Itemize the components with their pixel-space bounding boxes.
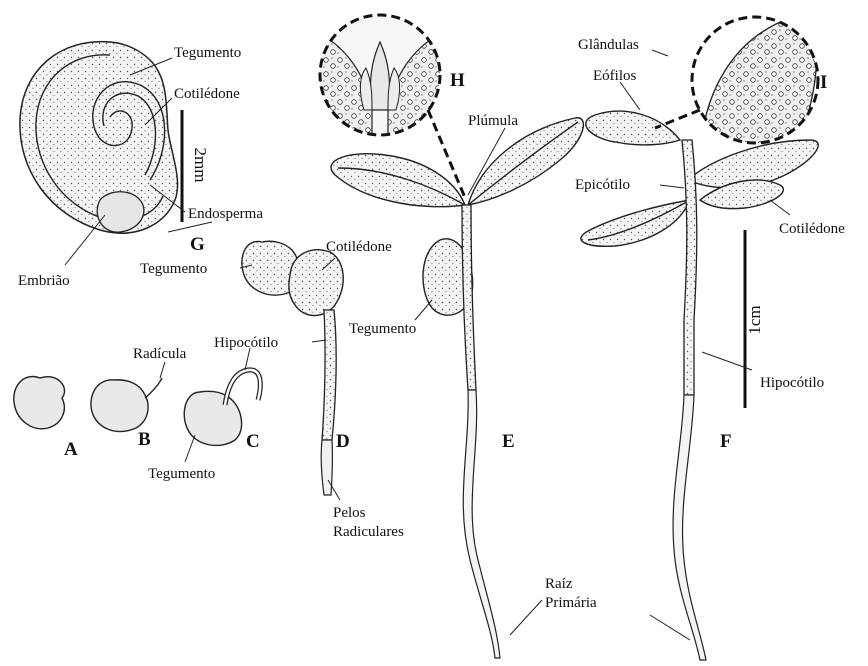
panel-letter-b: B (138, 429, 151, 450)
leader-radicula (160, 362, 165, 378)
panel-f-seedling: 1cm (581, 50, 818, 660)
panel-letter-a: A (64, 439, 78, 460)
label-tegumento-d: Tegumento (140, 261, 207, 277)
label-cotiledone-g: Cotilédone (174, 86, 240, 102)
panel-letter-i: I (820, 72, 827, 93)
stem-f (682, 140, 697, 395)
label-raiz: Raíz (545, 576, 573, 592)
label-cotiledone-f: Cotilédone (779, 221, 845, 237)
label-radicula: Radícula (133, 346, 187, 362)
root-d (321, 440, 332, 495)
label-glandulas: Glândulas (578, 37, 639, 53)
panel-letter-g: G (190, 234, 205, 255)
label-eofilos: Eófilos (593, 68, 636, 84)
label-endosperma: Endosperma (188, 206, 263, 222)
cotyledon-left-f (581, 200, 690, 246)
leader-raiz-f (650, 615, 690, 640)
label-tegumento-g: Tegumento (174, 45, 241, 61)
panel-letter-d: D (336, 431, 350, 452)
leader-g (168, 222, 212, 232)
panel-letter-h: H (450, 70, 465, 91)
panel-g-seed-section: 2mm (20, 42, 212, 265)
leader-raiz-e (510, 600, 542, 635)
panel-letter-f: F (720, 431, 732, 452)
panel-a-seed (14, 377, 65, 429)
leader-tegumento-c (185, 435, 195, 462)
stem-e (462, 205, 476, 390)
leader-glandulas (652, 50, 668, 56)
label-primaria: Primária (545, 595, 597, 611)
radicle-b (145, 378, 162, 398)
eophyll-left-f (586, 111, 680, 145)
panel-i-gland-detail (655, 17, 818, 150)
hypocotyl-d (322, 310, 336, 440)
label-embriao: Embrião (18, 273, 70, 289)
root-e (463, 390, 500, 658)
leader-cotiledone-f (770, 200, 790, 215)
label-plumula: Plúmula (468, 113, 518, 129)
scale-label-1cm: 1cm (745, 305, 764, 334)
panel-letter-e: E (502, 431, 515, 452)
leader-hipocotilo-c (245, 348, 250, 370)
label-radiculares: Radiculares (333, 524, 404, 540)
panel-letter-c: C (246, 431, 260, 452)
label-hipocotilo-f: Hipocótilo (760, 375, 824, 391)
leader-epicotilo (660, 185, 684, 188)
leader-tegumento-e (415, 300, 432, 320)
root-f (673, 395, 706, 660)
scale-label-2mm: 2mm (191, 148, 210, 183)
label-tegumento-c: Tegumento (148, 466, 215, 482)
label-hipocotilo-c: Hipocótilo (214, 335, 278, 351)
label-tegumento-e: Tegumento (349, 321, 416, 337)
panel-b-germinating-seed (91, 362, 165, 431)
leader-eofilos (620, 82, 640, 110)
label-cotiledone-d: Cotilédone (326, 239, 392, 255)
label-pelos: Pelos (333, 505, 366, 521)
cotyledon-left-e (331, 154, 465, 207)
label-epicotilo: Epicótilo (575, 177, 630, 193)
cotyledon-d (289, 250, 343, 316)
leader-hipocotilo-d (312, 340, 326, 342)
